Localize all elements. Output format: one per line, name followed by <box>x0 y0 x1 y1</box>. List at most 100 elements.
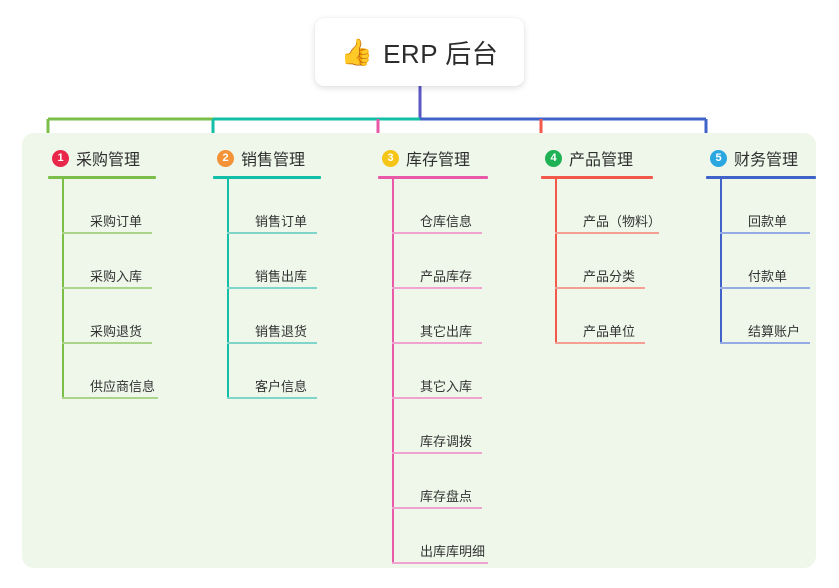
branch-item[interactable]: 产品分类 <box>555 234 683 289</box>
branch-item[interactable]: 仓库信息 <box>392 179 520 234</box>
branch-item-underline <box>62 232 152 234</box>
branch-spine <box>62 179 64 399</box>
branch-item-label: 产品单位 <box>583 324 636 339</box>
branch-item-underline <box>392 397 482 399</box>
branch-item-underline <box>392 507 482 509</box>
branch-item[interactable]: 其它入库 <box>392 344 520 399</box>
branch-spine <box>392 179 394 564</box>
branch-item-underline <box>62 342 152 344</box>
branch-column-3: 3 库存管理仓库信息产品库存其它出库其它入库库存调拨库存盘点出库库明细 <box>370 146 520 564</box>
branch-item-underline <box>392 232 482 234</box>
branch-item[interactable]: 库存调拨 <box>392 399 520 454</box>
branch-item-label: 出库库明细 <box>420 544 486 559</box>
branch-item-label: 其它入库 <box>420 379 473 394</box>
branch-item-list: 销售订单销售出库销售退货客户信息 <box>227 179 355 399</box>
branch-header-5[interactable]: 5 财务管理 <box>698 146 839 170</box>
branch-item-list: 回款单付款单结算账户 <box>720 179 839 344</box>
branch-column-2: 2 销售管理销售订单销售出库销售退货客户信息 <box>205 146 355 399</box>
branch-item-label: 库存调拨 <box>420 434 473 449</box>
branch-item-label: 库存盘点 <box>420 489 473 504</box>
branch-number-badge: 1 <box>52 149 69 167</box>
branch-underline <box>213 176 321 179</box>
branch-number-badge: 2 <box>217 149 234 167</box>
branch-item[interactable]: 出库库明细 <box>392 509 520 564</box>
branch-header-2[interactable]: 2 销售管理 <box>205 146 355 170</box>
branch-item[interactable]: 销售订单 <box>227 179 355 234</box>
branch-item-underline <box>555 232 659 234</box>
branch-item[interactable]: 客户信息 <box>227 344 355 399</box>
branch-title: 财务管理 <box>734 152 799 169</box>
branch-item-underline <box>720 232 810 234</box>
branch-item-list: 仓库信息产品库存其它出库其它入库库存调拨库存盘点出库库明细 <box>392 179 520 564</box>
branch-item[interactable]: 库存盘点 <box>392 454 520 509</box>
branch-item[interactable]: 采购订单 <box>62 179 190 234</box>
branch-number-badge: 4 <box>545 149 562 167</box>
branch-item[interactable]: 其它出库 <box>392 289 520 344</box>
branch-item-underline <box>62 287 152 289</box>
branch-underline <box>378 176 488 179</box>
root-node-card[interactable]: 👍 ERP 后台 <box>315 18 524 86</box>
branch-item-label: 其它出库 <box>420 324 473 339</box>
branch-item[interactable]: 供应商信息 <box>62 344 190 399</box>
branch-item-label: 销售订单 <box>255 214 308 229</box>
branch-item-underline <box>720 342 810 344</box>
branch-title: 销售管理 <box>241 152 306 169</box>
branch-item[interactable]: 采购退货 <box>62 289 190 344</box>
branch-item[interactable]: 产品单位 <box>555 289 683 344</box>
branch-header-4[interactable]: 4 产品管理 <box>533 146 683 170</box>
branch-column-5: 5 财务管理回款单付款单结算账户 <box>698 146 839 344</box>
branch-item-label: 供应商信息 <box>90 379 156 394</box>
branch-underline <box>706 176 816 179</box>
branch-item-underline <box>62 397 158 399</box>
branch-item[interactable]: 采购入库 <box>62 234 190 289</box>
branch-item-list: 采购订单采购入库采购退货供应商信息 <box>62 179 190 399</box>
root-node-title: ERP 后台 <box>383 38 499 69</box>
branch-underline <box>541 176 653 179</box>
branch-title: 库存管理 <box>406 152 471 169</box>
branch-item-label: 付款单 <box>748 269 788 284</box>
branch-item-label: 结算账户 <box>748 324 801 339</box>
branch-item-label: 产品库存 <box>420 269 473 284</box>
branch-number-badge: 3 <box>382 149 399 167</box>
branch-item-label: 采购订单 <box>90 214 143 229</box>
branch-item-underline <box>227 232 317 234</box>
branch-item[interactable]: 付款单 <box>720 234 839 289</box>
branch-item-underline <box>392 452 482 454</box>
branch-item-label: 采购退货 <box>90 324 143 339</box>
branch-item-underline <box>227 397 317 399</box>
branch-column-4: 4 产品管理产品（物料） 产品分类产品单位 <box>533 146 683 344</box>
branch-underline <box>48 176 156 179</box>
branch-number-badge: 5 <box>710 149 727 167</box>
branch-spine <box>720 179 722 344</box>
branches-panel <box>22 133 816 568</box>
branch-item[interactable]: 结算账户 <box>720 289 839 344</box>
branch-item-label: 回款单 <box>748 214 788 229</box>
branch-item-underline <box>720 287 810 289</box>
branch-item-list: 产品（物料） 产品分类产品单位 <box>555 179 683 344</box>
branch-item-underline <box>227 342 317 344</box>
thumbs-up-icon: 👍 <box>340 37 374 67</box>
branch-title: 产品管理 <box>569 152 634 169</box>
branch-item-label: 产品（物料） <box>583 214 662 229</box>
branch-item-underline <box>555 342 645 344</box>
branch-item-underline <box>392 342 482 344</box>
branch-item[interactable]: 回款单 <box>720 179 839 234</box>
branch-spine <box>227 179 229 399</box>
branch-item[interactable]: 产品库存 <box>392 234 520 289</box>
branch-item[interactable]: 产品（物料） <box>555 179 683 234</box>
branch-item-underline <box>392 287 482 289</box>
branch-item[interactable]: 销售出库 <box>227 234 355 289</box>
branch-item-label: 客户信息 <box>255 379 308 394</box>
branch-item-label: 产品分类 <box>583 269 636 284</box>
branch-item-label: 采购入库 <box>90 269 143 284</box>
branch-item-label: 销售退货 <box>255 324 308 339</box>
branch-item-underline <box>227 287 317 289</box>
branch-header-3[interactable]: 3 库存管理 <box>370 146 520 170</box>
branch-item-underline <box>392 562 488 564</box>
branch-spine <box>555 179 557 344</box>
branch-item-label: 销售出库 <box>255 269 308 284</box>
branch-item[interactable]: 销售退货 <box>227 289 355 344</box>
